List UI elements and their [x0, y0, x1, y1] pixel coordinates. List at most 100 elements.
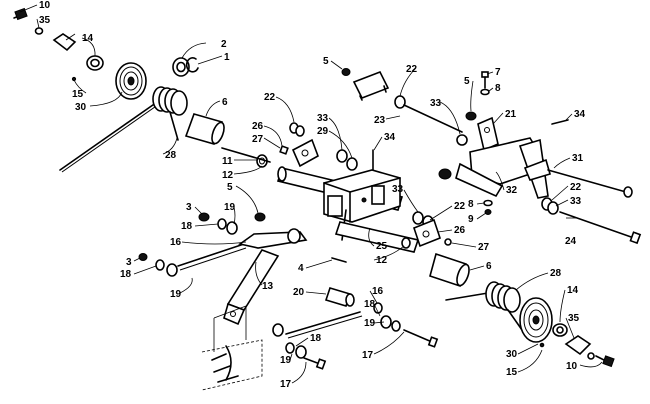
bushing-group-upper [279, 122, 319, 168]
washer-lower [587, 352, 595, 360]
callout-label: 27 [252, 134, 264, 145]
pivot-arm-21 [438, 116, 551, 199]
leader-lines [19, 4, 603, 384]
callout-label: 22 [264, 92, 276, 103]
callout-label: 33 [570, 196, 582, 207]
callout-label: 26 [252, 121, 264, 132]
callout-label: 18 [364, 299, 376, 310]
callout-label: 19 [280, 355, 292, 366]
bushing-lower-14 [552, 323, 568, 337]
callout-label: 12 [222, 170, 234, 181]
bushing-right-33 [456, 134, 468, 146]
left-lower-hardware [138, 212, 247, 277]
callout-label: 3 [186, 202, 192, 213]
callout-label: 13 [262, 281, 274, 292]
callout-label: 33 [317, 113, 329, 124]
torsion-spring-top [59, 86, 188, 173]
callout-label: 5 [227, 182, 233, 193]
bushing-33-29 [336, 149, 358, 171]
callout-label: 4 [298, 263, 304, 274]
callout-label: 34 [574, 109, 586, 120]
parts-drawing [13, 7, 642, 391]
callout-label: 10 [566, 361, 578, 372]
bolt-24 [559, 211, 635, 239]
pin-lower [539, 342, 545, 348]
screw-top-left [13, 7, 28, 21]
callout-label: 25 [376, 241, 388, 252]
lower-shaft [334, 221, 420, 253]
callout-label: 28 [165, 150, 177, 161]
roller-tube-top [184, 113, 225, 145]
bolt-7 [480, 71, 490, 96]
bushing-group-lower [401, 211, 452, 249]
callout-label: 17 [362, 350, 374, 361]
callout-label: 15 [72, 89, 84, 100]
callout-label: 33 [430, 98, 442, 109]
callout-label: 5 [464, 76, 470, 87]
roller-tube-lower [429, 252, 470, 288]
nut-9 [484, 209, 492, 215]
nut-right-top [465, 111, 477, 121]
cam-wheel-lower [519, 297, 553, 343]
callout-label: 28 [550, 268, 562, 279]
snap-ring-top [185, 57, 199, 73]
callout-label: 20 [293, 287, 305, 298]
callout-label: 22 [570, 182, 582, 193]
lower-center-hardware [272, 302, 401, 359]
long-bolt-23 [394, 95, 463, 133]
cam-wheel-top-left [115, 62, 147, 100]
callout-label: 29 [317, 126, 329, 137]
callout-label: 8 [495, 83, 501, 94]
callout-label: 34 [384, 132, 396, 143]
callout-label: 9 [468, 214, 474, 225]
callout-label: 30 [75, 102, 87, 113]
washer-8-lower [483, 199, 493, 207]
sleeve-20 [324, 287, 355, 307]
washer-top-left [34, 27, 44, 35]
clip-plate-top-left [52, 33, 77, 52]
rod-top-left [221, 147, 271, 163]
callout-label: 35 [39, 15, 51, 26]
callout-label: 14 [82, 33, 94, 44]
callout-label: 18 [310, 333, 322, 344]
callout-labels: 10 35 14 15 30 2 1 6 28 11 12 5 22 26 27… [39, 0, 586, 390]
callout-label: 18 [120, 269, 132, 280]
bushing-right-22-33 [541, 197, 559, 215]
bearing-top [172, 57, 190, 77]
callout-label: 11 [222, 156, 233, 167]
callout-label: 32 [506, 185, 518, 196]
bolt-31 [547, 169, 627, 193]
callout-label: 27 [478, 242, 490, 253]
callout-label: 5 [323, 56, 329, 67]
callout-label: 35 [568, 313, 580, 324]
callout-label: 30 [506, 349, 518, 360]
callout-label: 31 [572, 153, 584, 164]
callout-label: 22 [406, 64, 418, 75]
callout-label: 16 [170, 237, 182, 248]
torsion-spring-lower [445, 281, 523, 331]
clip-plate-lower [564, 335, 592, 356]
callout-label: 26 [454, 225, 466, 236]
callout-label: 15 [506, 367, 518, 378]
callout-label: 16 [372, 286, 384, 297]
callout-label: 19 [224, 202, 236, 213]
callout-label: 19 [364, 318, 376, 329]
callout-label: 19 [170, 289, 182, 300]
bolt-4 [331, 257, 347, 263]
callout-label: 17 [280, 379, 292, 390]
screw-lower [595, 355, 615, 368]
frame-cutaway [201, 305, 263, 391]
callout-label: 8 [468, 199, 474, 210]
callout-label: 3 [126, 257, 132, 268]
callout-label: 18 [181, 221, 193, 232]
callout-label: 24 [565, 236, 577, 247]
callout-label: 7 [495, 67, 501, 78]
nut-left [254, 212, 266, 222]
callout-label: 10 [39, 0, 51, 11]
callout-label: 1 [224, 52, 230, 63]
callout-label: 33 [392, 184, 404, 195]
bushing-top-left [86, 55, 104, 71]
bolt-17-center [403, 329, 433, 343]
callout-label: 6 [222, 97, 228, 108]
